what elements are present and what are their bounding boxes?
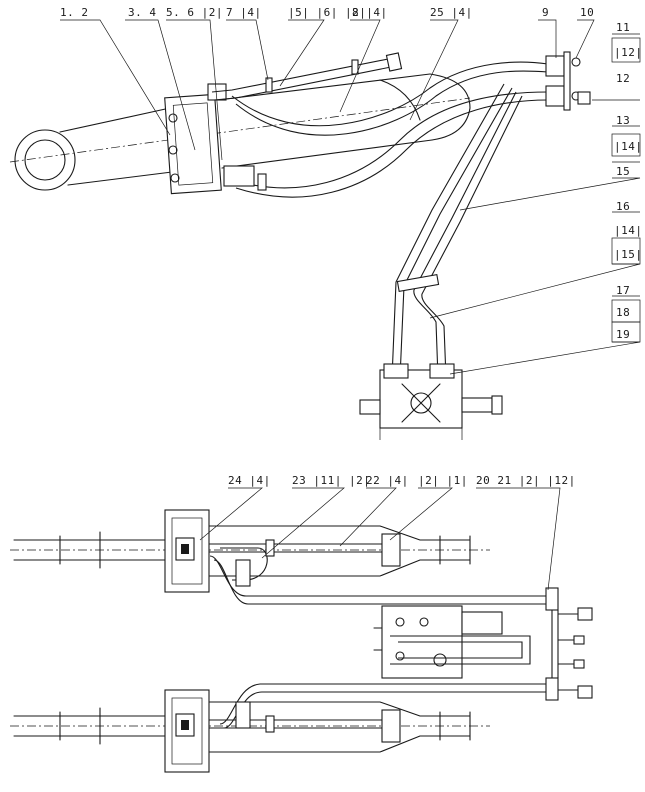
callout-15-boxed: |15| — [614, 248, 643, 261]
bottom-leaders — [199, 487, 561, 591]
callout-19: 19 — [616, 328, 630, 341]
callout-7: 7 |4| — [226, 6, 262, 19]
callout-18: 18 — [616, 306, 630, 319]
hose-25 — [223, 91, 549, 198]
callout-23: 23 |11| |2| — [292, 474, 370, 487]
callout-15: 15 — [616, 165, 630, 178]
fittings-9-10 — [545, 51, 591, 111]
callout-13: 13 — [616, 114, 630, 127]
callout-11: 11 — [616, 21, 630, 34]
callout-9: 9 — [542, 6, 549, 19]
callout-12-boxed: |12| — [614, 46, 643, 59]
cylinder-lower — [10, 689, 490, 773]
bottom-view: 24 |4| 23 |11| |2| 22 |4| |2| |1| 20 21 … — [10, 474, 593, 773]
top-leaders — [60, 19, 641, 375]
callout-25: 25 |4| — [430, 6, 473, 19]
hose-8 — [231, 61, 549, 136]
callout-20-21: 20 21 |2| |12| — [476, 474, 576, 487]
callout-12: 12 — [616, 72, 630, 85]
callout-3-4: 3. 4 — [128, 6, 157, 19]
callout-8: 8 |4| — [352, 6, 388, 19]
callout-22: 22 |4| — [366, 474, 409, 487]
callout-5-6: 5. 6 |2| — [166, 6, 223, 19]
top-view: 1. 2 3. 4 5. 6 |2| 7 |4| |5| |6| |2| 8 |… — [9, 6, 643, 440]
callout-14-boxed-b: |14| — [614, 224, 643, 237]
down-pipes — [391, 83, 523, 379]
callout-21-1: |2| |1| — [418, 474, 468, 487]
valve-body — [359, 363, 503, 440]
callout-1-2: 1. 2 — [60, 6, 89, 19]
callout-17: 17 — [616, 284, 630, 297]
callout-10: 10 — [580, 6, 594, 19]
cylinder-upper — [10, 509, 490, 593]
callout-24: 24 |4| — [228, 474, 271, 487]
bottom-valve-block — [373, 605, 531, 679]
right-manifold — [545, 587, 593, 701]
callout-16: 16 — [616, 200, 630, 213]
bottom-pipes — [209, 539, 548, 733]
callout-5-6-2: |5| |6| |2| — [288, 6, 366, 19]
callout-14-boxed: |14| — [614, 140, 643, 153]
tube-7 — [211, 52, 403, 101]
